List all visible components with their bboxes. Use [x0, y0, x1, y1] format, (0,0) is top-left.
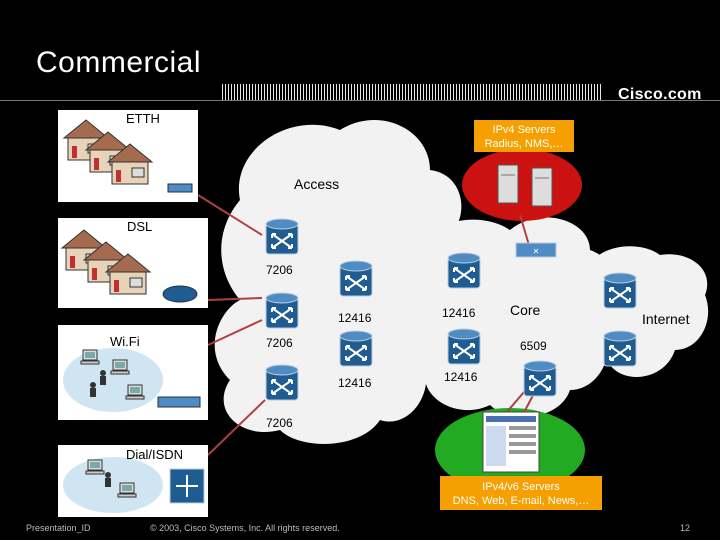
dial-label: Dial/ISDN [126, 447, 184, 462]
router-12416-a-icon [339, 260, 373, 297]
dial-panel [58, 445, 208, 517]
router-7206-a-icon [265, 218, 299, 255]
wifi-users-illustration [63, 348, 201, 412]
ipv4-server-label-1: IPv4 Servers [493, 124, 556, 136]
ipv4-server-zone [462, 149, 582, 221]
router-12416-a-label: 12416 [338, 311, 372, 325]
ipv4-server-label-2: Radius, NMS,… [485, 138, 564, 150]
access-cloud-label: Access [294, 176, 339, 192]
router-12416-b-label: 12416 [338, 376, 372, 390]
title-stripe-decoration [222, 84, 602, 100]
router-7206-b-icon [265, 292, 299, 329]
wifi-label: Wi.Fi [110, 334, 140, 349]
wifi-panel [58, 325, 208, 420]
footer-presentation-id: Presentation_ID [26, 523, 91, 533]
internet-router-b-icon [603, 330, 637, 367]
title-divider [0, 100, 720, 101]
footer-page-number: 12 [680, 523, 691, 533]
dsl-panel [58, 218, 208, 308]
router-12416-c-icon [447, 252, 481, 289]
slide-title: Commercial [36, 46, 202, 79]
dsl-houses-illustration [61, 229, 198, 303]
dsl-label: DSL [127, 219, 153, 234]
ipv4-server-icons [497, 164, 553, 207]
access-cloud [214, 119, 462, 444]
router-7206-a-label: 7206 [266, 263, 293, 277]
footer-copyright: © 2003, Cisco Systems, Inc. All rights r… [150, 523, 340, 533]
core-cloud-label: Core [510, 302, 541, 318]
router-6509-label: 6509 [520, 339, 547, 353]
brand-logo: Cisco.com [618, 86, 702, 103]
router-6509-icon [523, 360, 557, 397]
dial-users-illustration [63, 457, 205, 513]
internet-router-a-icon [603, 272, 637, 309]
internet-cloud-label: Internet [642, 311, 690, 327]
ipv4-label-box [474, 120, 574, 152]
router-12416-d-icon [447, 328, 481, 365]
svg-text:✕: ✕ [533, 247, 540, 256]
router-7206-c-icon [265, 364, 299, 401]
router-12416-d-label: 12416 [444, 370, 478, 384]
etth-houses-illustration [63, 119, 193, 193]
core-switch-icon: ✕ [515, 242, 557, 258]
router-12416-c-label: 12416 [442, 306, 476, 320]
ipv6-server-label-1: IPv4/v6 Servers [482, 481, 560, 493]
ipv6-server-label-2: DNS, Web, E-mail, News,… [453, 495, 590, 507]
router-7206-b-label: 7206 [266, 336, 293, 350]
etth-panel [58, 110, 198, 202]
router-12416-b-icon [339, 330, 373, 367]
etth-label: ETTH [126, 111, 160, 126]
ipv6-label-box [440, 476, 602, 510]
router-7206-c-label: 7206 [266, 416, 293, 430]
ipv6-server-screenshot [482, 411, 540, 473]
